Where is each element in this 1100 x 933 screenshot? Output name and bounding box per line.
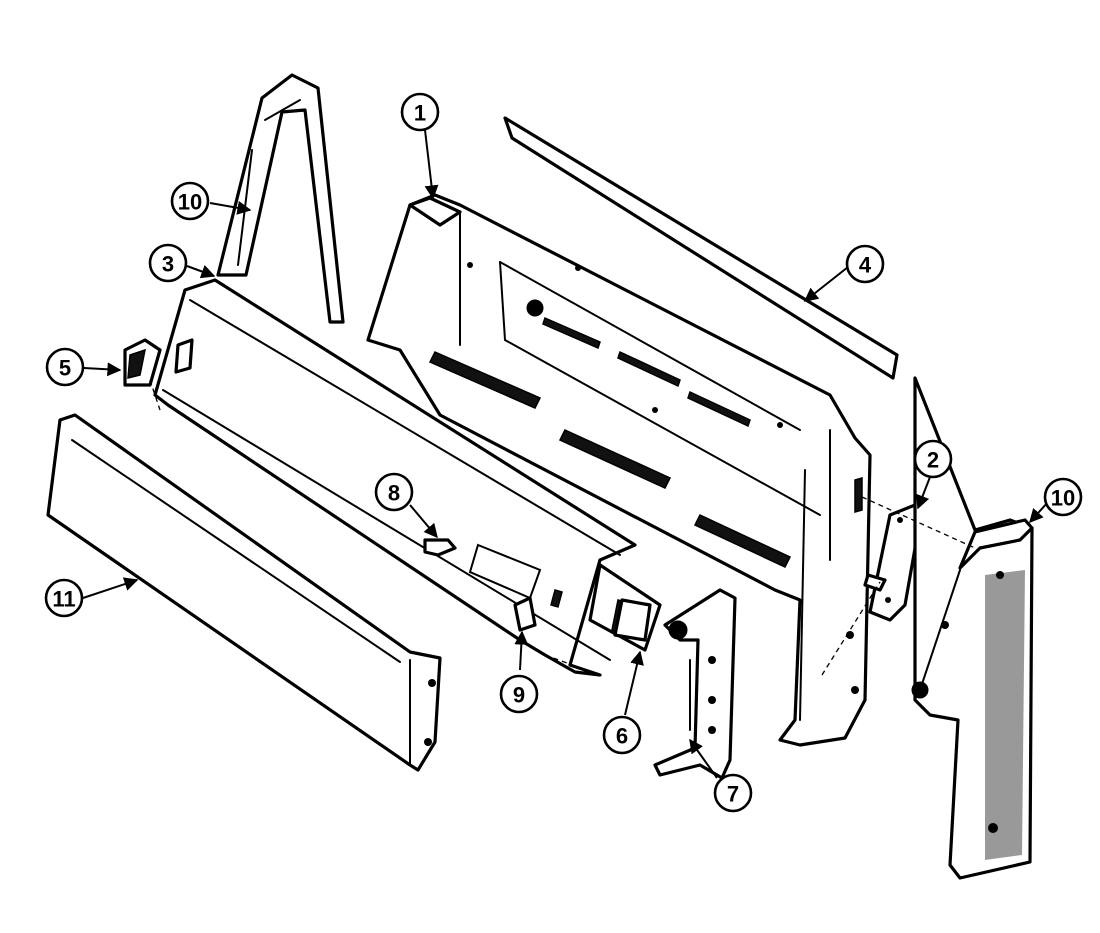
callout-9: 9 [499, 674, 539, 714]
callout-8: 8 [374, 472, 414, 512]
leader-line-6 [624, 650, 644, 716]
callout-6: 6 [602, 715, 642, 755]
callout-5-label: 5 [59, 356, 71, 381]
leader-line-4 [803, 266, 849, 302]
top-trim-strip-part [503, 116, 899, 380]
left-side-trim-part [216, 73, 345, 324]
switch-part [123, 338, 162, 387]
callout-11-label: 11 [52, 587, 75, 612]
callout-4: 4 [845, 244, 885, 284]
callout-7: 7 [713, 773, 753, 813]
leader-line-8 [409, 504, 438, 539]
callout-7-label: 7 [727, 782, 739, 807]
backguard-panel-part [366, 193, 872, 747]
leader-line-2 [916, 476, 931, 510]
right-side-trim-part [911, 376, 1034, 880]
alignment-line [821, 581, 881, 676]
callout-1: 1 [400, 92, 440, 132]
alignment-line [861, 496, 976, 549]
callout-10-right: 10 [1043, 477, 1083, 517]
bracket-part [653, 588, 737, 780]
callout-10-left-label: 10 [178, 190, 202, 215]
callout-11: 11 [44, 578, 84, 618]
callout-6-label: 6 [616, 724, 628, 749]
callout-2-label: 2 [927, 448, 939, 473]
leader-line-9 [514, 630, 529, 671]
callout-1-label: 1 [414, 101, 426, 126]
small-bracket-part [868, 503, 922, 622]
callout-9-label: 9 [513, 683, 525, 708]
kick-panel-part [46, 413, 442, 772]
callout-8-label: 8 [388, 481, 400, 506]
leader-line-3 [186, 265, 216, 279]
callout-10-left: 10 [170, 181, 210, 221]
callout-3-label: 3 [162, 252, 174, 277]
leader-line-7 [689, 738, 718, 779]
base-screw-part [863, 573, 887, 592]
callout-2: 2 [913, 439, 953, 479]
connector-block-part [613, 598, 652, 642]
leader-line-10-left [209, 200, 252, 215]
clip-part [513, 596, 537, 632]
leader-line-5 [83, 362, 122, 377]
leader-line-1 [424, 129, 439, 200]
callout-5: 5 [45, 347, 85, 387]
alignment-line [544, 654, 601, 676]
leader-line-10-right [1029, 501, 1049, 524]
screw-part [423, 538, 457, 557]
callout-4-label: 4 [859, 253, 872, 278]
callout-10-right-label: 10 [1051, 486, 1075, 511]
callout-3: 3 [148, 243, 188, 283]
leader-line-11 [82, 577, 139, 599]
